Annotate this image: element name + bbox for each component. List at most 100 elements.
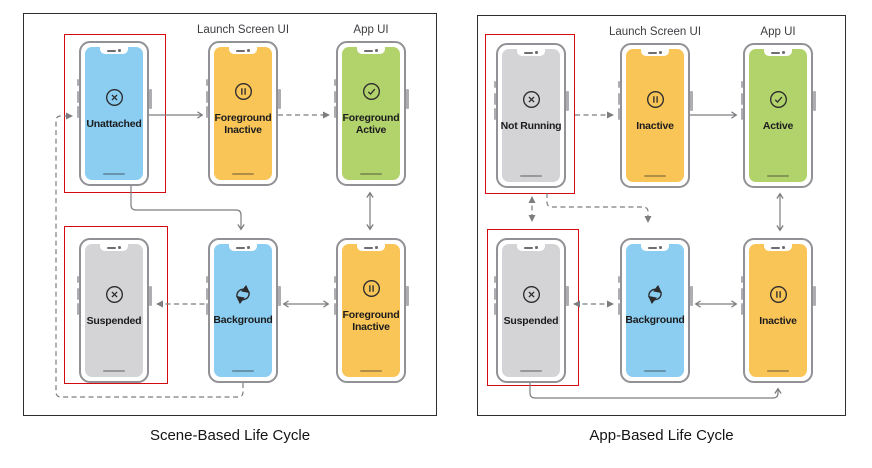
phone-notch xyxy=(517,244,545,251)
arrow-unattached-to-background xyxy=(130,186,241,229)
home-indicator xyxy=(520,175,542,177)
home-indicator xyxy=(644,370,666,372)
camera-dot xyxy=(375,246,378,249)
speaker-slit xyxy=(107,49,117,52)
state-label: Foreground Inactive xyxy=(342,308,400,333)
phone-notch xyxy=(100,47,128,54)
phone-screen: Foreground Inactive xyxy=(214,47,272,180)
home-indicator xyxy=(767,175,789,177)
camera-dot xyxy=(375,49,378,52)
speaker-slit xyxy=(364,49,374,52)
camera-dot xyxy=(247,49,250,52)
phone-background: Background xyxy=(205,238,281,383)
arrow-not-running-to-background xyxy=(546,193,652,223)
state-label: Foreground Active xyxy=(342,111,400,136)
phone-foreground-inactive-bottom: Foreground Inactive xyxy=(333,238,409,383)
x-circle-icon xyxy=(104,284,125,310)
state-label: Unattached xyxy=(86,117,142,130)
home-indicator xyxy=(520,370,542,372)
phone-screen: Background xyxy=(213,244,273,377)
phone-notch xyxy=(100,244,128,251)
phone-foreground-inactive-top: Foreground Inactive xyxy=(205,41,281,186)
phone-notch xyxy=(764,49,792,56)
camera-dot xyxy=(782,51,785,54)
speaker-slit xyxy=(236,49,246,52)
state-label: Foreground Inactive xyxy=(214,111,272,136)
speaker-slit xyxy=(648,51,658,54)
app-ui-label: App UI xyxy=(353,24,389,36)
home-indicator xyxy=(103,173,125,175)
highlight-box-unattached xyxy=(64,34,166,193)
pause-circle-icon xyxy=(361,278,382,304)
home-indicator xyxy=(232,370,254,372)
x-circle-icon xyxy=(521,89,542,115)
phone-notch xyxy=(641,49,669,56)
phone-foreground-active: Foreground Active xyxy=(333,41,409,186)
scene-lifecycle-caption: Scene-Based Life Cycle xyxy=(149,427,311,444)
phone-screen: Inactive xyxy=(626,49,684,182)
phone-suspended: Suspended xyxy=(493,238,569,383)
connector-layer xyxy=(55,111,438,398)
check-circle-icon xyxy=(361,81,382,107)
phone-notch xyxy=(357,47,385,54)
phone-notch xyxy=(517,49,545,56)
camera-dot xyxy=(659,51,662,54)
phone-notch xyxy=(229,244,257,251)
phone-not-running: Not Running xyxy=(493,43,569,188)
phone-notch xyxy=(229,47,257,54)
phone-active: Active xyxy=(740,43,816,188)
home-indicator xyxy=(767,370,789,372)
phone-notch xyxy=(641,244,669,251)
home-indicator xyxy=(644,175,666,177)
state-label: Suspended xyxy=(86,314,142,327)
camera-dot xyxy=(118,246,121,249)
state-label: Not Running xyxy=(500,119,562,132)
sync-icon xyxy=(233,284,253,309)
pause-circle-icon xyxy=(233,81,254,107)
phone-screen: Foreground Active xyxy=(342,47,400,180)
phone-inactive-bottom: Inactive xyxy=(740,238,816,383)
phone-screen: Background xyxy=(625,244,685,377)
phone-suspended: Suspended xyxy=(76,238,152,383)
speaker-slit xyxy=(107,246,117,249)
camera-dot xyxy=(659,246,662,249)
home-indicator xyxy=(360,173,382,175)
x-circle-icon xyxy=(104,87,125,113)
speaker-slit xyxy=(524,246,534,249)
speaker-slit xyxy=(771,51,781,54)
phone-notch xyxy=(764,244,792,251)
state-label: Background xyxy=(213,313,273,326)
speaker-slit xyxy=(364,246,374,249)
phone-screen: Inactive xyxy=(749,244,807,377)
phone-screen: Unattached xyxy=(85,47,143,180)
arrow-background-to-unattached xyxy=(55,112,244,398)
check-circle-icon xyxy=(768,89,789,115)
phone-screen: Foreground Inactive xyxy=(342,244,400,377)
sync-icon xyxy=(645,284,665,309)
scene-lifecycle-panel: Launch Screen UI App UI xyxy=(23,13,437,416)
pause-circle-icon xyxy=(645,89,666,115)
x-circle-icon xyxy=(521,284,542,310)
speaker-slit xyxy=(524,51,534,54)
speaker-slit xyxy=(648,246,658,249)
state-label: Suspended xyxy=(503,314,559,327)
home-indicator xyxy=(103,370,125,372)
state-label: Inactive xyxy=(759,314,797,327)
connector-layer xyxy=(528,111,847,399)
camera-dot xyxy=(247,246,250,249)
state-label: Active xyxy=(762,119,794,132)
camera-dot xyxy=(535,246,538,249)
phone-background: Background xyxy=(617,238,693,383)
phone-inactive-top: Inactive xyxy=(617,43,693,188)
arrow-suspended-to-inactive xyxy=(529,383,778,399)
highlight-box-not-running xyxy=(485,34,575,194)
pause-circle-icon xyxy=(768,284,789,310)
app-lifecycle-caption: App-Based Life Cycle xyxy=(589,427,734,444)
speaker-slit xyxy=(771,246,781,249)
app-lifecycle-panel: Launch Screen UI App UI xyxy=(477,15,846,416)
home-indicator xyxy=(360,370,382,372)
phone-notch xyxy=(357,244,385,251)
camera-dot xyxy=(782,246,785,249)
camera-dot xyxy=(535,51,538,54)
